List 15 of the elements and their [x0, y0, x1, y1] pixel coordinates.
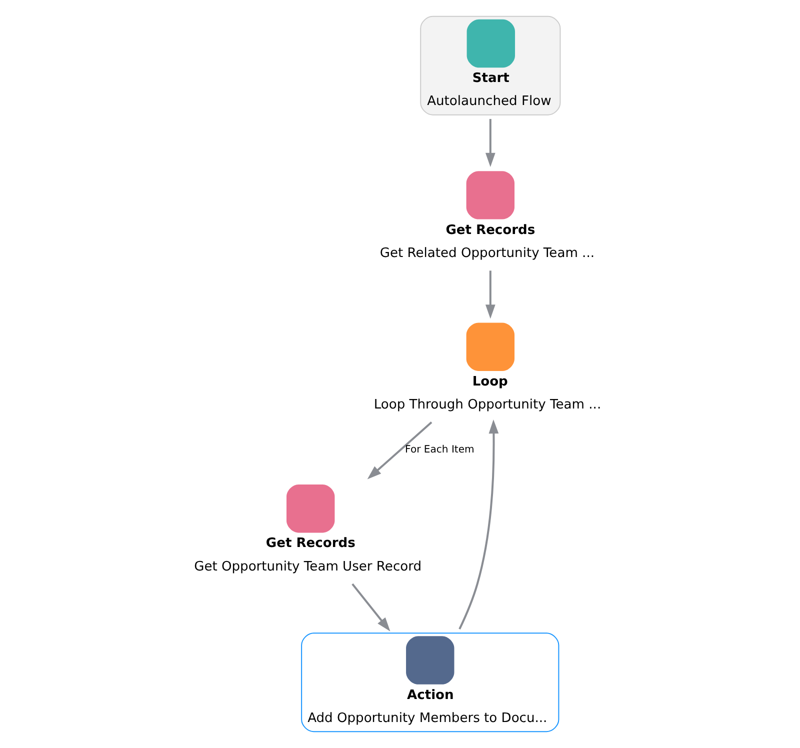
edge-label: For Each Item — [404, 444, 474, 456]
node-label: Loop Through Opportunity Team ... — [373, 398, 601, 413]
node-label: Get Records — [265, 536, 355, 552]
node-label: Get Related Opportunity Team ... — [379, 246, 594, 261]
arrow — [366, 422, 432, 480]
arrow — [484, 270, 495, 319]
node-box — [286, 484, 334, 533]
node-label: Get Records — [445, 222, 535, 238]
node-label: Get Opportunity Team User Record — [194, 559, 422, 574]
arrow — [458, 419, 498, 630]
arrow — [484, 118, 495, 168]
node-label: Loop — [472, 374, 508, 390]
arrow — [351, 583, 390, 632]
node-box — [466, 322, 514, 371]
node-box — [466, 171, 514, 220]
